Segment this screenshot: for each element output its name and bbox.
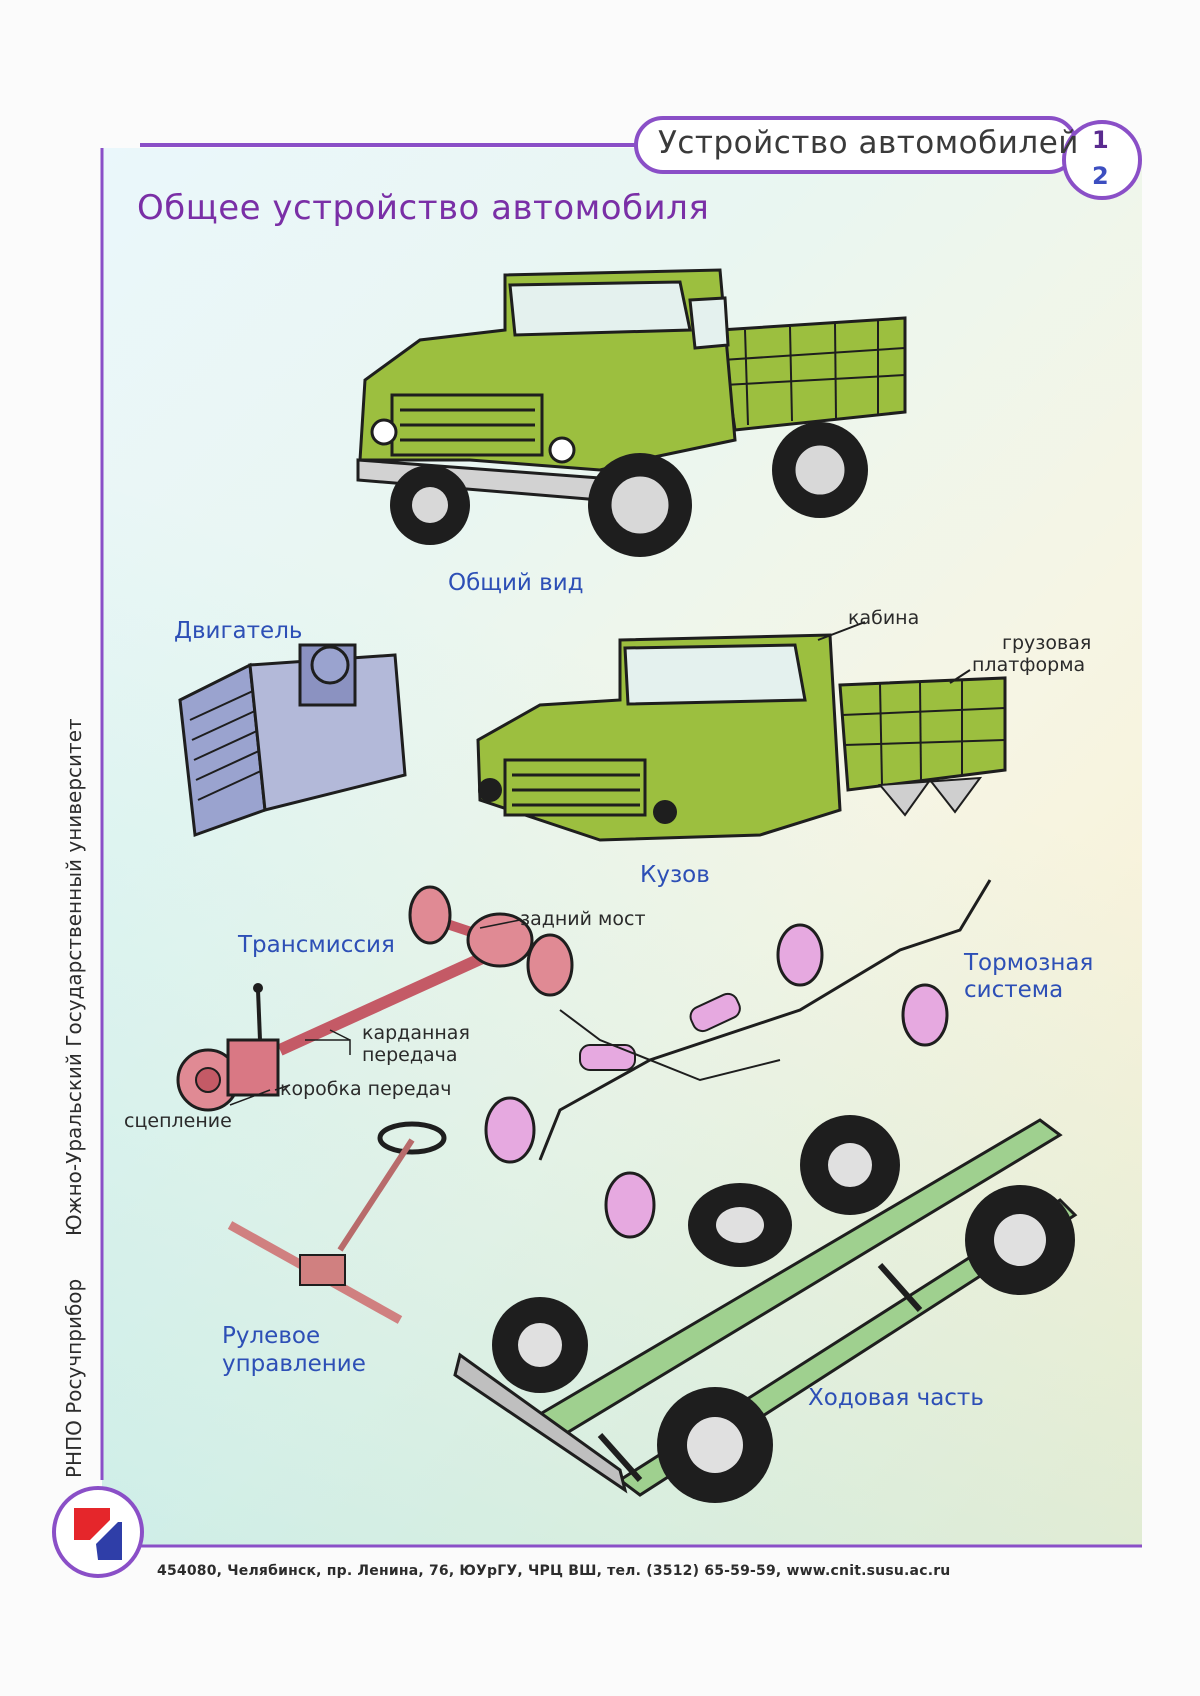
label-body: Кузов bbox=[640, 862, 710, 888]
label-cargo-platform-line2: платформа bbox=[972, 654, 1086, 676]
label-gearbox: коробка передач bbox=[280, 1078, 452, 1100]
label-driveshaft-line1: карданная bbox=[362, 1022, 470, 1044]
engine-illustration bbox=[178, 643, 407, 838]
label-brake-system-line2: система bbox=[964, 977, 1064, 1003]
label-cargo-platform-line1: грузовая bbox=[1002, 632, 1092, 654]
transmission-illustration bbox=[176, 885, 574, 1112]
label-clutch: сцепление bbox=[124, 1110, 232, 1132]
label-steering-line2: управление bbox=[222, 1351, 366, 1377]
label-driveshaft-line2: передача bbox=[362, 1044, 458, 1066]
footer-address: 454080, Челябинск, пр. Ленина, 76, ЮУрГУ… bbox=[157, 1563, 951, 1579]
page-number-top: 1 bbox=[1092, 126, 1109, 154]
steering-illustration bbox=[227, 1121, 447, 1324]
truck-general-view-illustration bbox=[356, 268, 907, 557]
sidebar-university: Южно-Уральский Государственный университ… bbox=[62, 718, 86, 1236]
label-rear-axle: задний мост bbox=[520, 908, 646, 930]
pointer-lines bbox=[229, 919, 521, 1106]
label-transmission: Трансмиссия bbox=[238, 932, 395, 958]
sidebar-publisher: РНПО Росучприбор bbox=[62, 1278, 86, 1478]
label-brake-system-line1: Тормозная bbox=[964, 950, 1094, 976]
page-title: Общее устройство автомобиля bbox=[137, 188, 710, 228]
label-cab: кабина bbox=[848, 607, 920, 629]
series-title: Устройство автомобилей bbox=[658, 125, 1079, 161]
label-chassis: Ходовая часть bbox=[808, 1385, 984, 1411]
brake-system-illustration bbox=[484, 879, 992, 1239]
truck-body-illustration bbox=[476, 621, 1007, 842]
chassis-illustration bbox=[453, 1115, 1078, 1503]
label-steering-line1: Рулевое bbox=[222, 1323, 321, 1349]
label-engine: Двигатель bbox=[174, 618, 303, 644]
page-number-bottom: 2 bbox=[1092, 162, 1109, 190]
label-general-view: Общий вид bbox=[448, 570, 584, 596]
